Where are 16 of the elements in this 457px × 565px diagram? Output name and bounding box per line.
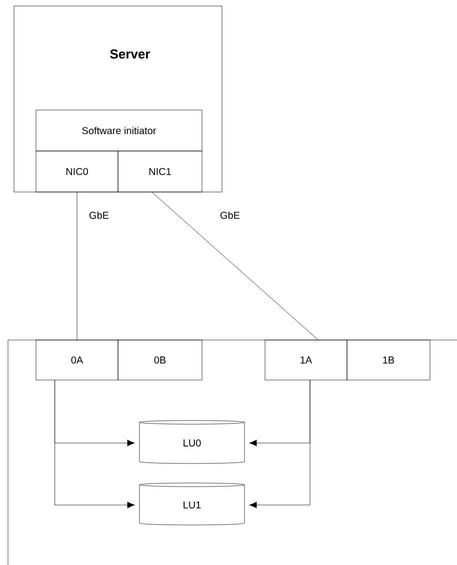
nic-box: NIC0	[36, 150, 118, 192]
edge-label: GbE	[219, 210, 241, 220]
storage-frame	[8, 340, 457, 565]
port-box: 1A	[264, 340, 348, 380]
disk-cylinder: LU1	[139, 482, 245, 526]
connector-line	[76, 192, 78, 340]
software-box: Software initiator	[36, 110, 202, 152]
arrow	[54, 380, 135, 508]
nic-box: NIC1	[118, 150, 202, 192]
port-box: 0B	[118, 340, 202, 380]
port-box: 0A	[36, 340, 118, 380]
port-box: 1B	[346, 340, 430, 380]
edge-label: GbE	[88, 210, 110, 220]
connector-line	[152, 192, 318, 340]
disk-cylinder: LU0	[139, 420, 245, 464]
arrow	[249, 380, 310, 508]
